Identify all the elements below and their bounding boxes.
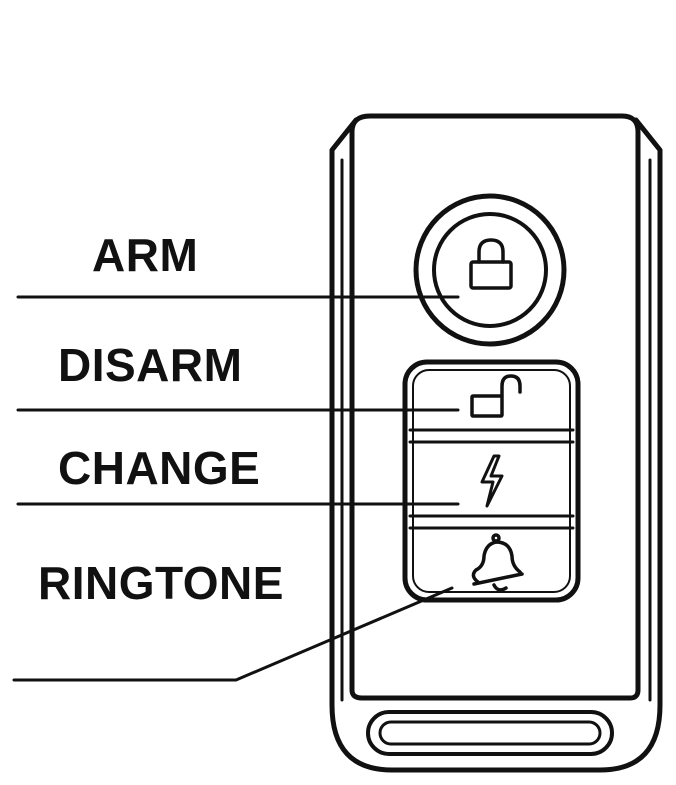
keyring-slot-inner [378, 720, 602, 746]
disarm-button[interactable] [414, 371, 569, 429]
arm-button-outer-ring[interactable] [413, 193, 567, 347]
disarm-label: DISARM [58, 339, 243, 391]
ringtone-label: RINGTONE [38, 557, 284, 609]
button-dividers [408, 428, 575, 530]
arm-button[interactable] [432, 212, 548, 328]
arm-label: ARM [92, 229, 199, 281]
ringtone-leader-line [12, 586, 454, 682]
button-panel [402, 359, 581, 603]
lock-icon [469, 238, 513, 290]
keyring-slot-outer [366, 710, 614, 756]
bell-icon [471, 533, 524, 592]
change-label: CHANGE [58, 442, 261, 494]
remote-back-shell [329, 117, 663, 773]
lightning-icon [480, 454, 504, 508]
remote-front-face [349, 113, 641, 701]
button-panel-inner [412, 369, 571, 593]
unlock-icon [470, 374, 522, 418]
